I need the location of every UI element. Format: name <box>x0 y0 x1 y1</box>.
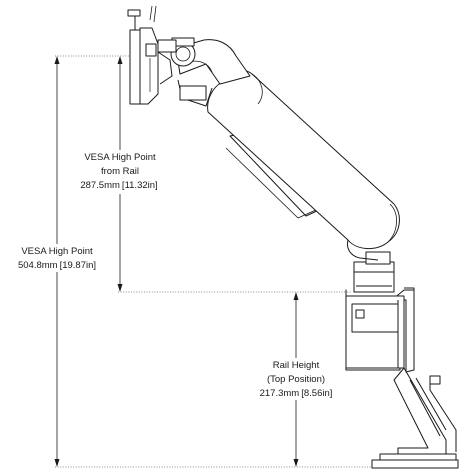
arrow-up-icon <box>54 56 60 64</box>
arm-joint <box>170 37 196 67</box>
main-arm-segment <box>207 69 400 261</box>
arrow-up-icon <box>293 292 299 300</box>
label-rail-height-value: 217.3mm[8.56in] <box>260 388 333 399</box>
label-vesa-high-point-value: 504.8mm[19.87in] <box>18 260 96 271</box>
label-rail-height-mm: 217.3mm <box>260 388 300 399</box>
label-vesa-from-rail-value: 287.5mm[11.32in] <box>80 180 157 191</box>
label-rail-height-line1: Rail Height <box>273 360 320 371</box>
monitor-arm <box>127 5 459 469</box>
label-backgrounds <box>6 150 344 400</box>
label-vesa-from-rail-in: 11.32in <box>125 180 155 191</box>
arrow-down-icon <box>117 284 123 292</box>
label-rail-height: Rail Height (Top Position) 217.3mm[8.56i… <box>260 360 333 399</box>
vesa-mount <box>127 5 177 105</box>
arm-column <box>353 251 395 293</box>
label-rail-height-in: 8.56in <box>304 388 330 399</box>
arrow-down-icon <box>54 459 60 467</box>
label-rail-height-line2: (Top Position) <box>267 374 325 385</box>
label-vesa-from-rail-line1: VESA High Point <box>84 152 156 163</box>
label-vesa-from-rail: VESA High Point from Rail 287.5mm[11.32i… <box>80 152 157 191</box>
arrow-up-icon <box>117 56 123 64</box>
label-vesa-from-rail-line2: from Rail <box>101 166 139 177</box>
label-vesa-high-point-line1: VESA High Point <box>21 246 93 257</box>
label-vesa-high-point: VESA High Point 504.8mm[19.87in] <box>18 246 96 271</box>
extension-lines <box>55 55 380 468</box>
desk-clamp-body <box>345 287 415 373</box>
desk-clamp-base <box>371 367 459 469</box>
label-vesa-high-point-in: 19.87in <box>62 260 93 271</box>
label-vesa-high-point-mm: 504.8mm <box>18 260 58 271</box>
label-vesa-from-rail-mm: 287.5mm <box>80 180 120 191</box>
arrow-down-icon <box>293 459 299 467</box>
